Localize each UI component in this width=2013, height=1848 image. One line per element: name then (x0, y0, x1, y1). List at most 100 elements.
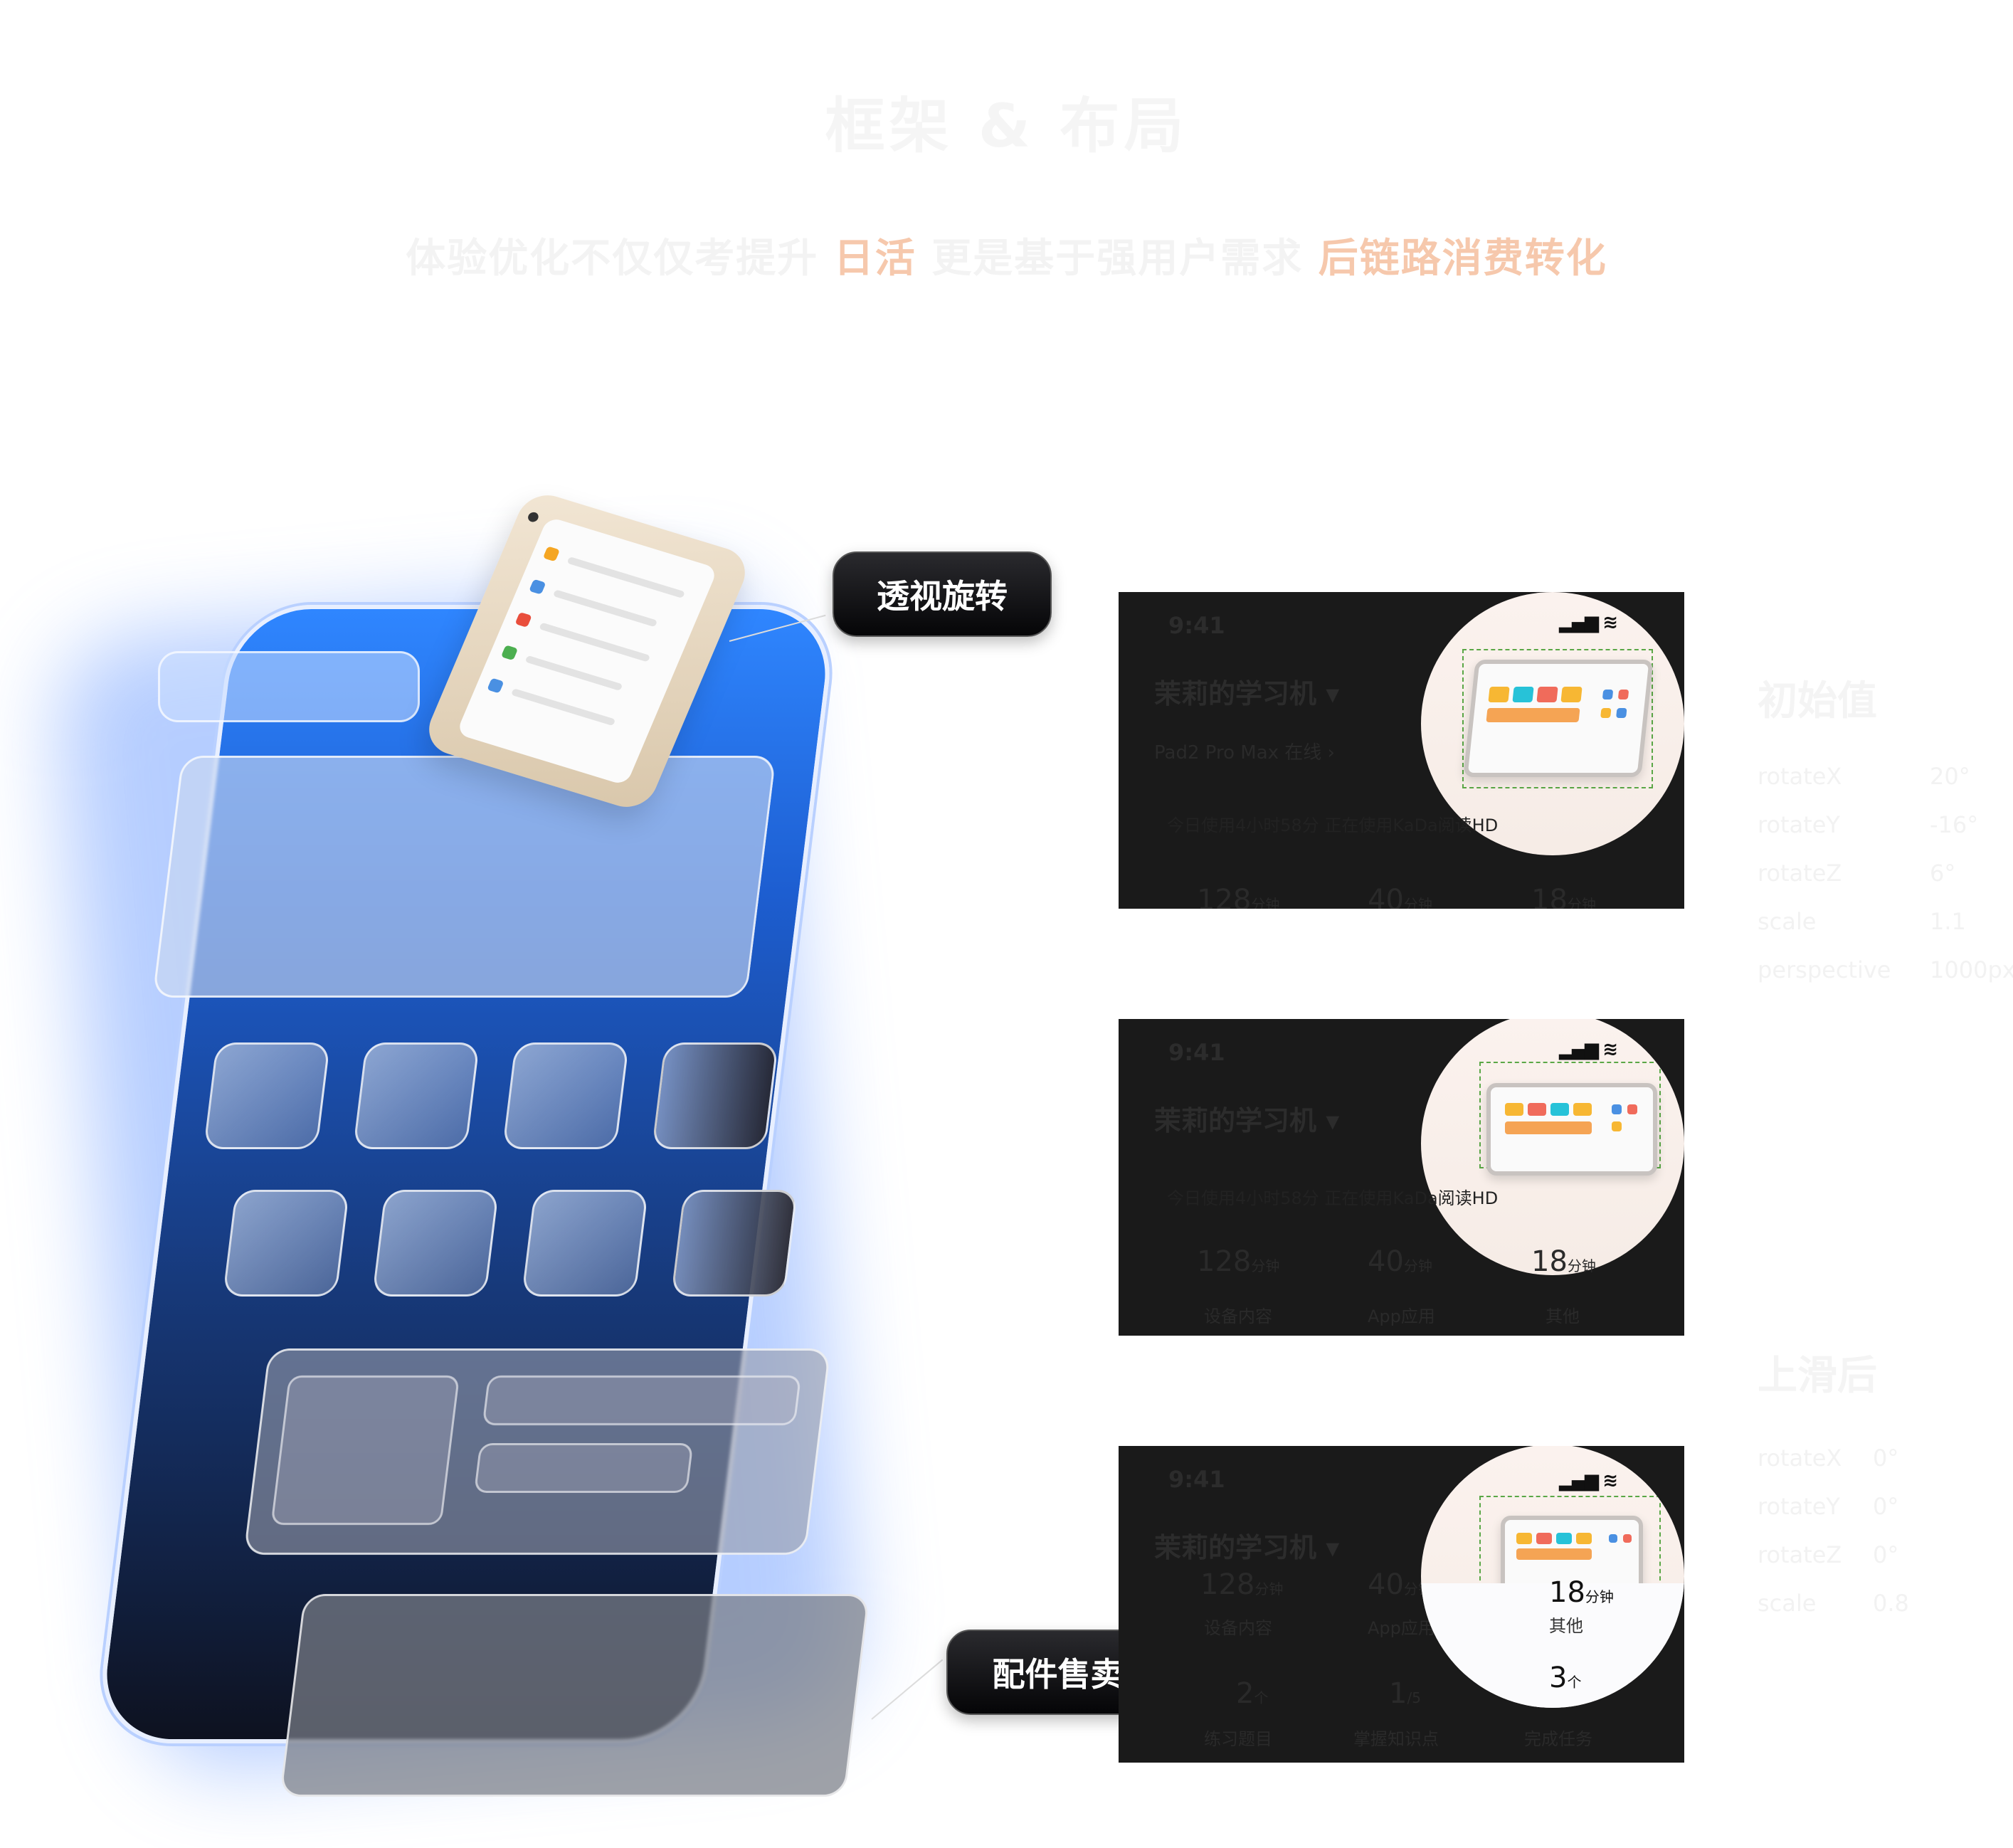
color-block (1616, 708, 1627, 718)
device-name[interactable]: 茉莉的学习机 ▾ (1154, 1532, 1340, 1563)
color-block (1486, 708, 1580, 722)
content-line (482, 1376, 802, 1425)
color-block (1612, 1121, 1622, 1131)
param-key: scale (1758, 1590, 1817, 1617)
content-glass-card (243, 1348, 831, 1555)
color-block (1612, 1104, 1622, 1114)
phone-header-pill (158, 651, 420, 722)
tablet-line (524, 655, 623, 692)
lens-content-panel: 18分钟 其他 3个 (1421, 1576, 1684, 1708)
app-icon (487, 677, 504, 694)
callout-connector (871, 1659, 944, 1720)
param-key: rotateZ (1758, 1541, 1842, 1568)
color-block (1528, 1103, 1546, 1116)
stat-label: 设备内容 (1204, 1306, 1272, 1326)
magnifier-lens: ▂▄▆ ≋ (1421, 1019, 1684, 1275)
icon-tile (670, 1190, 798, 1297)
device-name[interactable]: 茉莉的学习机 ▾ (1154, 678, 1340, 709)
param-value: 6° (1930, 860, 1956, 887)
stat-value: 18分钟 (1549, 1576, 1614, 1609)
param-value: 0° (1873, 1493, 1899, 1520)
subtitle-part-2: 更是基于强用户需求 (931, 236, 1304, 282)
callout-perspective: 透视旋转 (833, 551, 1052, 637)
signal-wifi-icon: ▂▄▆ ≋ (1559, 1470, 1618, 1491)
tablet-line (539, 622, 651, 662)
color-block (1573, 1103, 1592, 1116)
stat-value: 3个 (1549, 1662, 1582, 1694)
color-block (1488, 687, 1510, 702)
subtitle-highlight-2: 后链路消费转化 (1318, 236, 1607, 282)
page-subtitle: 体验优化不仅仅考提升 日活 更是基于强用户需求 后链路消费转化 (0, 226, 2013, 284)
tablet-line (566, 556, 685, 598)
stat-label: 完成任务 (1524, 1729, 1592, 1749)
tablet-mini-icon (1486, 1083, 1657, 1176)
magnifier-lens: ▂▄▆ ≋ 18分钟 其他 3个 (1421, 1446, 1684, 1708)
subtitle-part-1: 体验优化不仅仅考提升 (406, 236, 819, 282)
accessory-glass-card (279, 1594, 870, 1797)
app-screenshot-mid: 9:41 茉莉的学习机 ▾ 今日使用4小时58分 正在使用KaDa阅读HD 12… (1119, 1019, 1684, 1336)
content-thumb (270, 1376, 460, 1525)
params-initial-title: 初始值 (1758, 678, 1877, 724)
color-block (1617, 690, 1629, 699)
color-block (1516, 1548, 1592, 1560)
stat-value: 40分钟 (1368, 884, 1432, 909)
stat-value: 18分钟 (1531, 1245, 1596, 1278)
stat-label: App应用 (1368, 1306, 1435, 1326)
icon-tile (521, 1190, 649, 1297)
param-key: rotateY (1758, 1493, 1840, 1520)
tablet-mini-icon (1463, 660, 1654, 777)
icon-tile (203, 1042, 331, 1149)
color-block (1627, 1104, 1637, 1114)
device-name[interactable]: 茉莉的学习机 ▾ (1154, 1105, 1340, 1136)
params-scroll-title: 上滑后 (1758, 1353, 1877, 1399)
banner-glass-card (152, 756, 776, 998)
color-block (1536, 1533, 1552, 1544)
color-block (1623, 1534, 1632, 1543)
param-key: scale (1758, 908, 1817, 935)
color-block (1512, 687, 1534, 702)
app-icon (500, 645, 519, 661)
signal-wifi-icon: ▂▄▆ ≋ (1559, 612, 1618, 633)
param-value: 1.1 (1930, 908, 1966, 935)
stat-value: 128分钟 (1197, 884, 1280, 909)
stat-label: 掌握知识点 (1353, 1729, 1439, 1749)
param-value: 0.8 (1873, 1590, 1909, 1617)
stat-value: 1/5 (1389, 1677, 1421, 1710)
param-key: rotateX (1758, 763, 1842, 790)
signal-wifi-icon: ▂▄▆ ≋ (1559, 1039, 1618, 1060)
color-block (1550, 1103, 1569, 1116)
param-value: 0° (1873, 1541, 1899, 1568)
content-line (473, 1443, 694, 1493)
stat-value: 18分钟 (1531, 884, 1596, 909)
color-block (1609, 1534, 1617, 1543)
device-model-status[interactable]: Pad2 Pro Max 在线 › (1154, 742, 1335, 764)
status-time: 9:41 (1168, 612, 1225, 639)
dashed-guide (1462, 649, 1653, 788)
color-block (1536, 687, 1558, 702)
icon-tile (651, 1042, 779, 1149)
stat-label: 其他 (1549, 1616, 1583, 1636)
icon-tile (371, 1190, 500, 1297)
stat-label: 其他 (1546, 1306, 1580, 1326)
color-block (1560, 687, 1583, 702)
stat-value: 128分钟 (1197, 1245, 1280, 1278)
page-title: 框架 & 布局 (825, 91, 1188, 161)
app-icon (529, 579, 546, 595)
app-icon (542, 546, 561, 562)
param-value: -16° (1930, 811, 1979, 838)
icon-tile (352, 1042, 480, 1149)
stat-label: 练习题目 (1204, 1729, 1272, 1749)
stat-value: 128分钟 (1200, 1568, 1284, 1601)
app-screenshot-initial: 9:41 茉莉的学习机 ▾ Pad2 Pro Max 在线 › 今日使用4小时5… (1119, 592, 1684, 909)
icon-tile (222, 1190, 350, 1297)
color-block (1576, 1533, 1592, 1544)
usage-summary: 今日使用4小时58分 正在使用KaDa阅读HD (1167, 1188, 1499, 1208)
param-value: 1000px (1930, 956, 2013, 983)
tablet-line (510, 688, 616, 727)
tablet-mini-icon (1501, 1516, 1643, 1594)
usage-summary: 今日使用4小时58分 正在使用KaDa阅读HD (1167, 815, 1499, 835)
color-block (1602, 690, 1614, 699)
param-key: rotateX (1758, 1445, 1842, 1472)
tablet-line (552, 589, 658, 628)
magnifier-lens: ▂▄▆ ≋ (1421, 592, 1684, 855)
